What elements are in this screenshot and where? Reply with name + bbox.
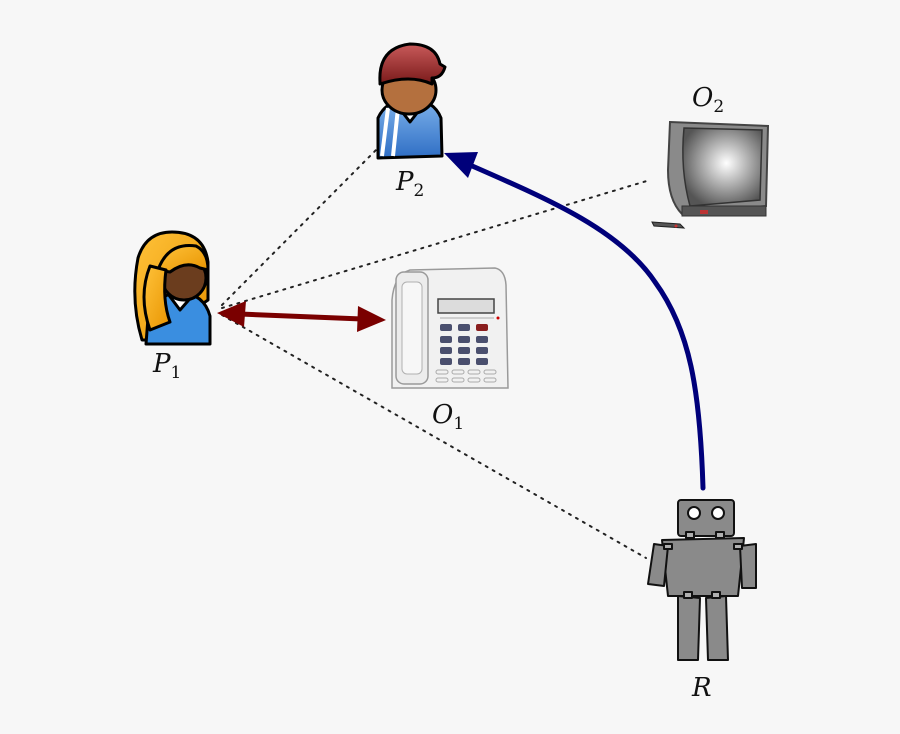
interaction-arrow	[217, 301, 386, 332]
label-r: R	[691, 673, 712, 703]
gaze-line-p1-o2	[221, 179, 651, 309]
person-p2-icon	[376, 42, 447, 160]
gaze-lines	[221, 149, 651, 559]
phone-keypad	[440, 324, 488, 365]
label-o1: O1	[432, 400, 464, 434]
gaze-line-p1-p2	[221, 149, 377, 306]
desk-phone-icon	[391, 267, 509, 389]
label-p2: P2	[395, 167, 424, 201]
robot-icon	[647, 499, 757, 661]
label-p1: P1	[152, 349, 181, 383]
robot-path-arrow	[444, 152, 706, 491]
person-p1-icon	[133, 230, 212, 346]
gaze-line-p1-r	[221, 314, 647, 559]
television-icon	[651, 120, 770, 229]
label-o2: O2	[692, 83, 724, 117]
